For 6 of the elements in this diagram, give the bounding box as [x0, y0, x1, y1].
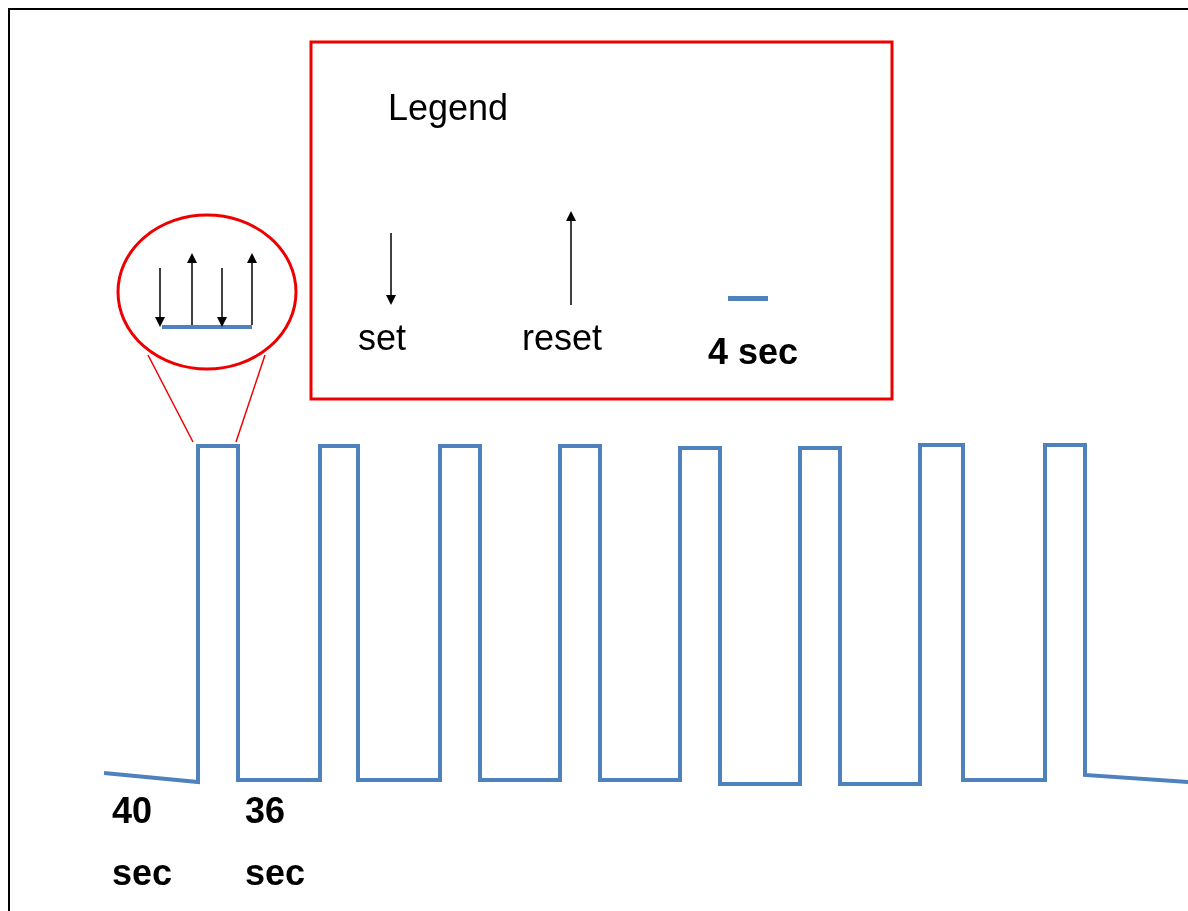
legend-label: set: [358, 318, 407, 358]
time-label: 40 sec: [112, 789, 174, 895]
legend-label: 4 sec: [708, 332, 799, 372]
legend-label: reset: [522, 318, 603, 358]
time-label: 36 sec: [245, 789, 307, 895]
legend-title: Legend: [388, 88, 509, 128]
